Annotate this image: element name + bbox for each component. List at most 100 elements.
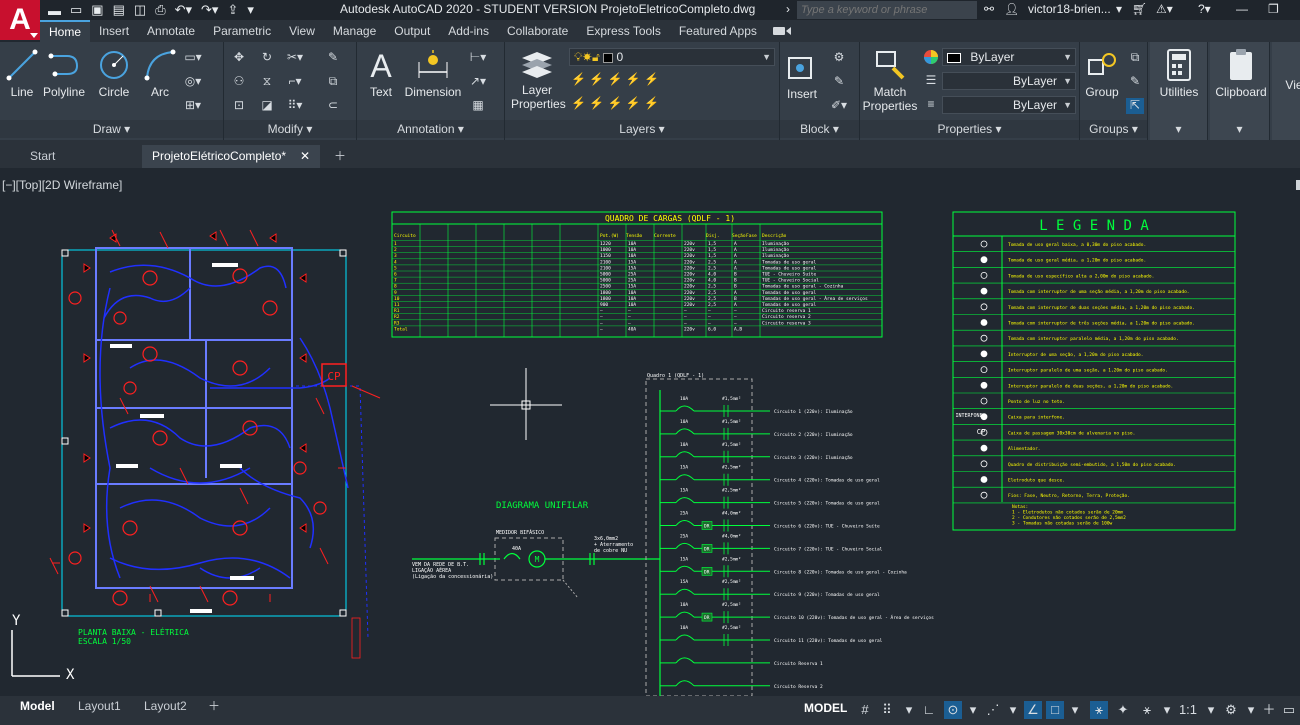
tab-home[interactable]: Home <box>40 20 90 42</box>
close-tab-icon[interactable]: ✕ <box>300 145 310 167</box>
grip-handle[interactable] <box>155 610 161 616</box>
utilities-button[interactable]: Utilities <box>1154 48 1204 99</box>
application-menu-button[interactable]: A <box>0 0 40 40</box>
group-edit-icon[interactable]: ✎ <box>1126 74 1144 90</box>
table-icon[interactable]: ▦ <box>469 98 487 114</box>
tab-output[interactable]: Output <box>385 20 439 42</box>
view-panel[interactable]: Vie <box>1272 42 1300 140</box>
clipboard-expand-icon[interactable]: ▾ <box>1210 120 1269 138</box>
utilities-expand-icon[interactable]: ▾ <box>1150 120 1207 138</box>
grip-handle[interactable] <box>340 250 346 256</box>
polar-tracking-icon[interactable]: ⊙ <box>944 701 962 719</box>
mirror-icon[interactable]: ⧖ <box>258 74 276 90</box>
search-input[interactable] <box>801 4 971 16</box>
insert-block-button[interactable]: Insert <box>782 50 822 101</box>
load-table[interactable]: QUADRO DE CARGAS (QDLF - 1) CircuitoPot.… <box>392 212 882 337</box>
clipboard-button[interactable]: Clipboard <box>1212 48 1270 99</box>
save-icon[interactable]: ▣ <box>91 2 103 18</box>
circle-button[interactable]: Circle <box>94 48 134 99</box>
object-snap-dropdown-icon[interactable]: ▾ <box>1066 701 1084 719</box>
utilities-panel[interactable]: Utilities ▾ <box>1150 42 1208 140</box>
tab-view[interactable]: View <box>280 20 324 42</box>
modify-panel-title[interactable]: Modify ▾ <box>224 120 356 138</box>
scale-dropdown-icon[interactable]: ▾ <box>1202 701 1220 719</box>
binoculars-icon[interactable]: ⚯ <box>984 2 994 16</box>
tab-start[interactable]: Start <box>20 145 65 168</box>
units-icon[interactable]: ▭ <box>1280 701 1298 719</box>
region-icon[interactable]: ⊞▾ <box>184 98 202 114</box>
plot-icon[interactable]: ⎙ <box>155 2 165 18</box>
draw-panel-title[interactable]: Draw ▾ <box>0 120 223 138</box>
hatch-icon[interactable]: ◎▾ <box>184 74 202 90</box>
help-icon[interactable]: ?▾ <box>1198 2 1211 16</box>
store-cart-icon[interactable]: 🛒︎ <box>1132 2 1147 16</box>
linear-dim-icon[interactable]: ⊢▾ <box>469 50 487 66</box>
grip-handle[interactable] <box>62 610 68 616</box>
scale-value[interactable]: 1:1 <box>1174 701 1202 719</box>
undo-icon[interactable]: ↶▾ <box>175 2 192 18</box>
tab-insert[interactable]: Insert <box>90 20 138 42</box>
explode-icon[interactable]: ⧉ <box>324 74 342 90</box>
share-icon[interactable]: ⇪ <box>227 2 238 18</box>
save-as-icon[interactable]: ▤ <box>113 2 125 18</box>
workspace-dropdown-icon[interactable]: ▾ <box>247 2 254 18</box>
open-icon[interactable]: ▭ <box>70 2 82 18</box>
tab-collaborate[interactable]: Collaborate <box>498 20 577 42</box>
offset-icon[interactable]: ⊂ <box>324 98 342 114</box>
search-expand-icon[interactable]: › <box>786 2 790 16</box>
edit-block-icon[interactable]: ✎ <box>830 74 848 90</box>
grip-handle[interactable] <box>340 610 346 616</box>
ribbon-video-icon[interactable] <box>772 20 794 42</box>
lineweight-icon[interactable]: ≡ <box>922 97 940 113</box>
drawing-viewport[interactable]: [−][Top][2D Wireframe] <box>0 168 1300 696</box>
stretch-icon[interactable]: ⊡ <box>230 98 248 114</box>
lineweight-dropdown[interactable]: ByLayer ▼ <box>942 96 1076 114</box>
group-button[interactable]: Group <box>1082 48 1122 99</box>
copy-icon[interactable]: ⚇ <box>230 74 248 90</box>
linetype-dropdown[interactable]: ByLayer ▼ <box>942 72 1076 90</box>
grip-handle[interactable] <box>62 250 68 256</box>
array-icon[interactable]: ⠿▾ <box>286 98 304 114</box>
block-attribute-icon[interactable]: ✐▾ <box>830 98 848 114</box>
snap-icon[interactable]: ⠿ <box>878 701 896 719</box>
cad-drawing[interactable]: CP PLANTA BAIXA - ELÉTRICA ESCALA 1/50 Y… <box>0 168 1300 696</box>
tab-featured-apps[interactable]: Featured Apps <box>670 20 766 42</box>
tab-parametric[interactable]: Parametric <box>204 20 280 42</box>
object-snap-icon[interactable]: □ <box>1046 701 1064 719</box>
layer-dropdown[interactable]: 💡︎☀︎🔓︎ 0 ▼ <box>569 48 775 66</box>
user-dropdown-icon[interactable]: ▾ <box>1116 2 1122 16</box>
tab-layout2[interactable]: Layout2 <box>136 696 195 716</box>
isometric-dropdown-icon[interactable]: ▾ <box>1004 701 1022 719</box>
user-name[interactable]: victor18-brien... <box>1028 2 1111 16</box>
workspace-dropdown-icon[interactable]: ▾ <box>1242 701 1260 719</box>
tab-model[interactable]: Model <box>12 696 63 716</box>
properties-panel-title[interactable]: Properties ▾ <box>860 120 1079 138</box>
trim-icon[interactable]: ✂▾ <box>286 50 304 66</box>
grid-icon[interactable]: # <box>856 701 874 719</box>
annotation-scale-icon[interactable]: ⚹ <box>1138 701 1156 719</box>
restore-icon[interactable]: ❐ <box>1268 2 1279 16</box>
polyline-button[interactable]: Polyline <box>40 48 88 99</box>
tab-add-ins[interactable]: Add-ins <box>439 20 498 42</box>
search-box[interactable] <box>797 1 977 19</box>
layers-panel-title[interactable]: Layers ▾ <box>505 120 779 138</box>
new-layout-icon[interactable]: ＋ <box>200 696 228 716</box>
minimize-icon[interactable]: — <box>1236 2 1248 16</box>
ortho-icon[interactable]: ∟ <box>920 701 938 719</box>
model-space-button[interactable]: MODEL <box>804 701 847 715</box>
match-properties-button[interactable]: Match Properties <box>862 48 918 113</box>
layer-tools-row-1-icon[interactable]: ⚡ ⚡ ⚡ ⚡ ⚡ <box>571 72 691 88</box>
legend[interactable]: L E G E N D A Tomada de uso geral baixa,… <box>953 212 1235 530</box>
snap-dropdown-icon[interactable]: ▾ <box>900 701 918 719</box>
auto-scale-icon[interactable]: ✦ <box>1114 701 1132 719</box>
polar-dropdown-icon[interactable]: ▾ <box>964 701 982 719</box>
autodesk-connect-icon[interactable]: ⚠︎▾ <box>1156 2 1173 16</box>
tab-active-drawing[interactable]: ProjetoElétricoCompleto* ✕ <box>142 145 320 168</box>
color-wheel-icon[interactable] <box>922 49 940 65</box>
redo-icon[interactable]: ↷▾ <box>201 2 218 18</box>
unifilar-diagram[interactable]: DIAGRAMA UNIFILAR MEDIDOR BIFÁSICO M 40A… <box>412 373 934 696</box>
add-icon[interactable]: ＋ <box>1260 701 1278 719</box>
group-selection-icon[interactable]: ⇱ <box>1126 98 1144 114</box>
dimension-button[interactable]: Dimension <box>403 48 463 99</box>
web-icon[interactable]: ◫ <box>134 2 146 18</box>
